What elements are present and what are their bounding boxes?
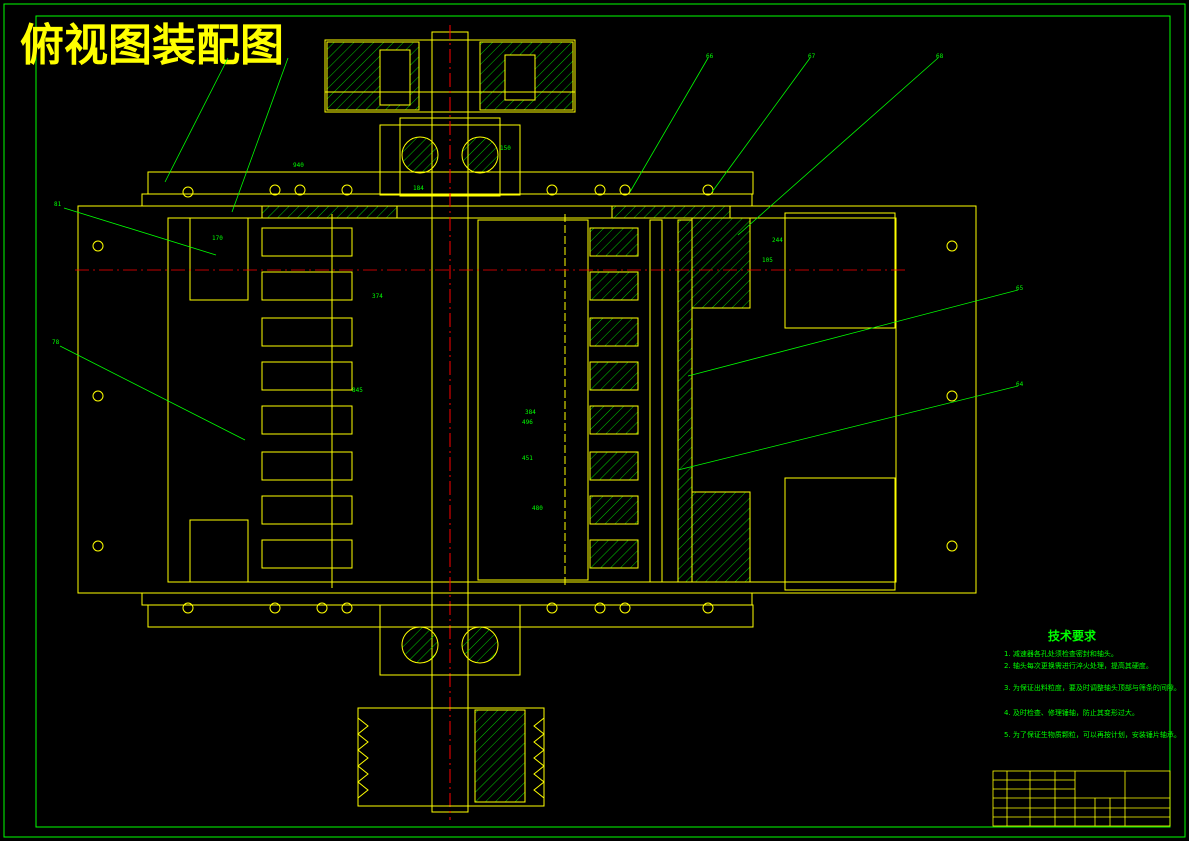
tech-req-item-3: 3. 为保证出料粒度，要及时调整轴头顶部与筛条的间隙。 <box>1004 683 1181 692</box>
dim-940: 940 <box>293 162 304 169</box>
callout-65: 65 <box>1016 285 1024 292</box>
tech-req-heading: 技术要求 <box>1048 628 1097 643</box>
screen-plates <box>649 217 751 583</box>
dim-384: 384 <box>525 409 536 416</box>
outer-border <box>3 3 1186 838</box>
dim-170: 170 <box>212 235 223 242</box>
tech-req-item-5: 5. 为了保证生物质颗粒，可以再按计划，安装锤片轴承。 <box>1004 730 1181 739</box>
bottom-plate <box>141 592 754 628</box>
dim-845: 845 <box>352 387 363 394</box>
dim-480: 480 <box>532 505 543 512</box>
callout-66: 66 <box>706 53 714 60</box>
dim-374: 374 <box>372 293 383 300</box>
drawing-title: 俯视图装配图 <box>20 20 284 71</box>
callout-78: 78 <box>52 339 60 346</box>
callout-64: 64 <box>1016 381 1024 388</box>
inner-border <box>35 15 1171 828</box>
dim-496: 496 <box>522 419 533 426</box>
top-bearing <box>379 117 521 197</box>
tech-req-item-4: 4. 及时检查、修理锤轴，防止其变形过大。 <box>1004 708 1139 717</box>
dim-244: 244 <box>772 237 783 244</box>
callout-67: 67 <box>808 53 816 60</box>
callout-68: 68 <box>936 53 944 60</box>
main-shaft <box>75 25 905 820</box>
tech-req-item-2: 2. 轴头每次更换需进行淬火处理，提高其硬度。 <box>1004 661 1153 670</box>
dim-150: 150 <box>500 145 511 152</box>
technical-requirements: 技术要求 1. 减速器各孔处须检查密封和轴头。 2. 轴头每次更换需进行淬火处理… <box>1004 628 1181 739</box>
dim-105: 105 <box>762 257 773 264</box>
dim-184: 184 <box>413 185 424 192</box>
mounting-holes <box>92 240 958 552</box>
title-block <box>992 770 1171 827</box>
left-hammer-stack <box>261 214 353 588</box>
v-belt-pulley <box>357 707 545 807</box>
callout-81: 81 <box>54 201 62 208</box>
dimension-labels: 940 170 374 845 384 496 451 480 105 244 … <box>212 145 783 512</box>
leader-lines <box>59 57 1019 471</box>
top-gear-housing <box>324 39 576 113</box>
dim-451: 451 <box>522 455 533 462</box>
callout-labels: 66 67 68 81 78 65 64 <box>52 53 1024 388</box>
right-hammer-stack <box>477 214 639 588</box>
main-frame <box>77 205 977 594</box>
bottom-bearing <box>379 604 521 676</box>
tech-req-item-1: 1. 减速器各孔处须检查密封和轴头。 <box>1004 649 1118 658</box>
